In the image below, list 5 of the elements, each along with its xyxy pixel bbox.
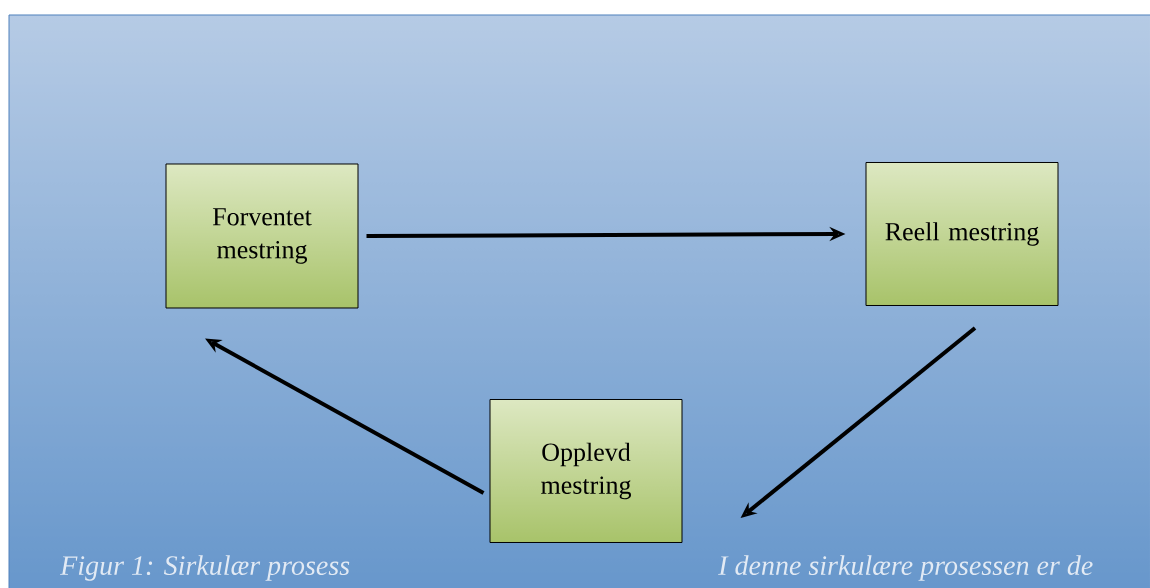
- caption-text: I denne sirkulære prosessen er de: [718, 555, 1093, 581]
- caption-text: Figur 1: Sirkulær prosess: [60, 555, 350, 581]
- process-box: Reell mestring: [865, 162, 1059, 306]
- process-box: Opplevd mestring: [489, 399, 683, 543]
- process-box: Forventet mestring: [165, 163, 359, 309]
